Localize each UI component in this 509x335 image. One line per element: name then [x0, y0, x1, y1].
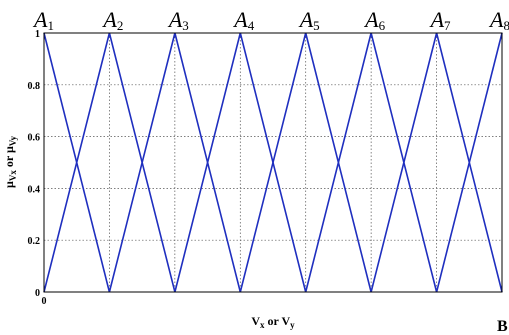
set-label-a8: A8	[488, 7, 509, 33]
set-label-a3: A3	[167, 7, 189, 33]
y-tick-label: 0.2	[28, 236, 41, 247]
set-label-a1: A1	[32, 7, 54, 33]
y-tick-label: 1	[35, 29, 40, 40]
y-tick-label: 0	[35, 288, 40, 299]
x-axis-label: Vx or Vy	[251, 314, 295, 330]
y-tick-labels: 0 0.2 0.4 0.6 0.8 1	[28, 29, 41, 299]
membership-line-a8	[435, 32, 503, 293]
set-label-a6: A6	[363, 7, 385, 33]
membership-series	[43, 32, 503, 293]
set-label-a5: A5	[298, 7, 320, 33]
set-label-a7: A7	[429, 7, 451, 33]
y-axis-label: μVx or μVy	[2, 136, 18, 188]
plot-frame	[43, 32, 503, 293]
set-label-a2: A2	[101, 7, 123, 33]
set-labels: A1 A2 A3 A4 A5 A6 A7 A8	[32, 7, 509, 33]
panel-label: B	[497, 318, 508, 335]
grid-lines	[44, 33, 502, 292]
y-tick-label: 0.6	[28, 133, 41, 144]
y-tick-label: 0.8	[28, 81, 41, 92]
set-label-a4: A4	[232, 7, 254, 33]
y-tick-label: 0.4	[28, 184, 41, 195]
x-tick-label: 0	[42, 296, 47, 307]
x-tick-labels: 0	[42, 296, 47, 307]
